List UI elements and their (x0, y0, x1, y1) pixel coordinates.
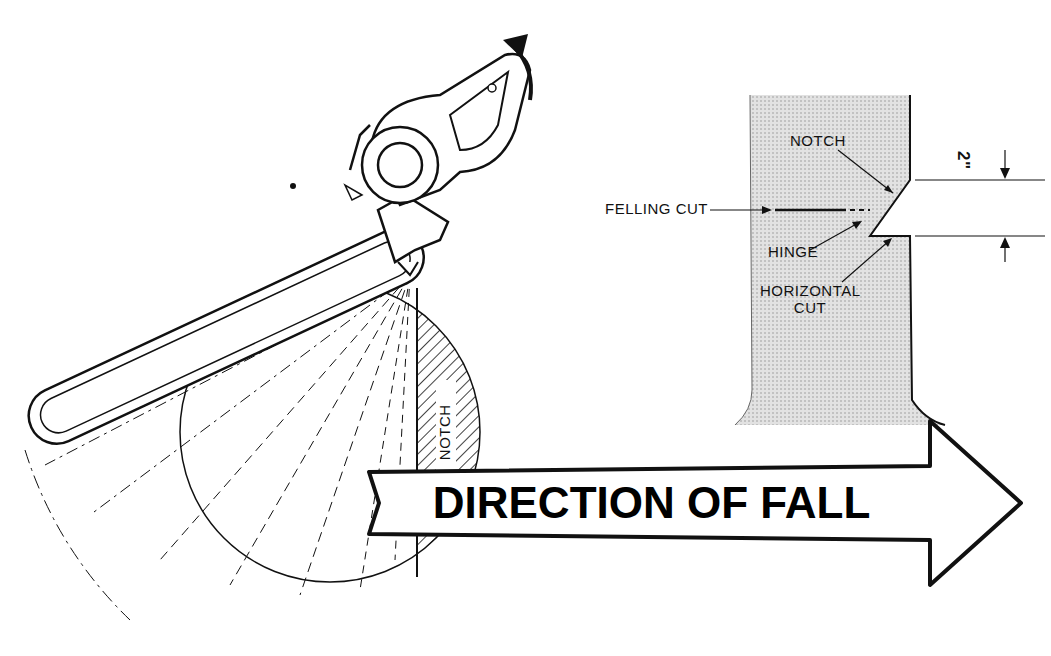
rotation-arrow (503, 34, 531, 100)
direction-arrow: DIRECTION OF FALL (365, 418, 1025, 588)
cut-label: HORIZONTAL CUT (760, 283, 860, 316)
notch-label: NOTCH (437, 404, 454, 460)
chainsaw (20, 54, 530, 453)
dot (290, 183, 296, 189)
stump-side-view (710, 95, 1045, 425)
dimension-label: 2" (953, 151, 972, 170)
notch-label: NOTCH (790, 133, 846, 150)
arrow-text: DIRECTION OF FALL (433, 481, 871, 525)
hinge-label: HINGE (768, 244, 818, 261)
cut-label: FELLING CUT (605, 201, 708, 218)
